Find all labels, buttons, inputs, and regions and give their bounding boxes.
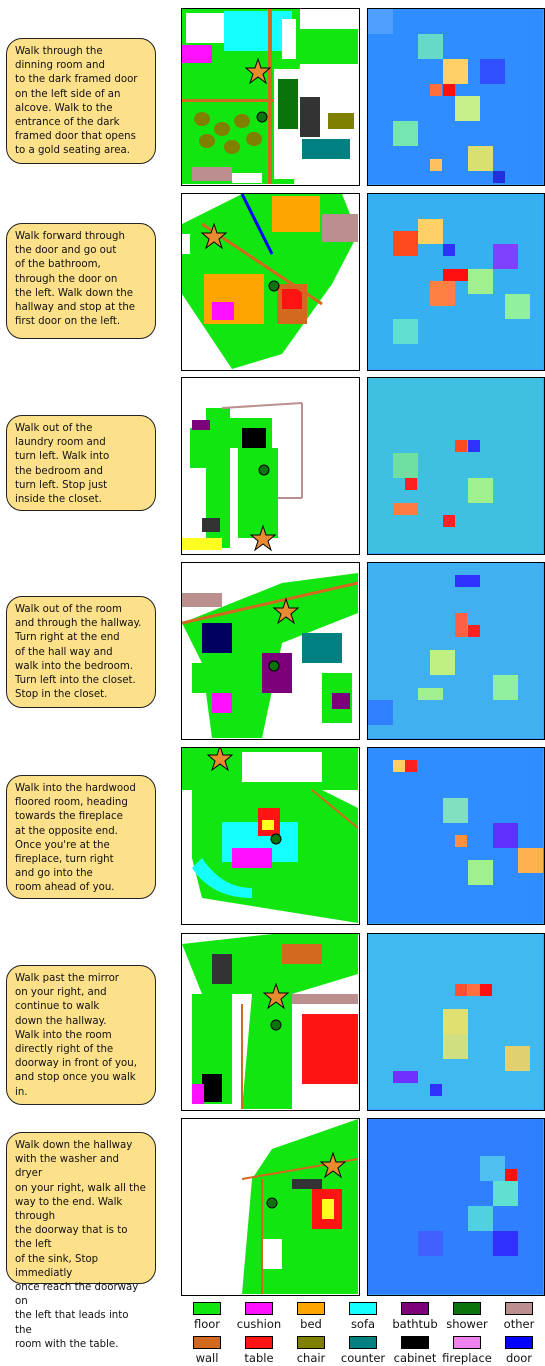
legend-label: shower (446, 1317, 488, 1331)
legend-label: sofa (350, 1317, 376, 1331)
legend-swatch (193, 1302, 221, 1315)
legend-item-fireplace: fireplace (441, 1336, 493, 1365)
semantic-map (181, 747, 360, 925)
legend-swatch (401, 1302, 429, 1315)
example-row-5: Walk into the hardwood floored room, hea… (0, 747, 545, 927)
heatmap (367, 562, 545, 740)
legend-swatch (245, 1302, 273, 1315)
legend-label: floor (193, 1317, 221, 1331)
instruction-bubble: Walk out of the room and through the hal… (6, 596, 156, 708)
legend-label: counter (340, 1351, 386, 1365)
example-row-3: Walk out of the laundry room and turn le… (0, 377, 545, 557)
legend-label: cabinet (393, 1351, 437, 1365)
legend-item-bathtub: bathtub (389, 1302, 441, 1331)
legend-swatch (453, 1336, 481, 1349)
legend-label: cushion (236, 1317, 282, 1331)
legend-item-table: table (233, 1336, 285, 1365)
legend-item-floor: floor (181, 1302, 233, 1331)
heatmap (367, 377, 545, 555)
semantic-map (181, 193, 360, 371)
instruction-bubble: Walk out of the laundry room and turn le… (6, 415, 156, 511)
legend-swatch (297, 1336, 325, 1349)
heatmap (367, 8, 545, 186)
legend-label: chair (296, 1351, 326, 1365)
semantic-map (181, 933, 360, 1111)
semantic-map (181, 8, 360, 186)
legend-item-sofa: sofa (337, 1302, 389, 1331)
instruction-bubble: Walk into the hardwood floored room, hea… (6, 775, 156, 899)
legend-item-cushion: cushion (233, 1302, 285, 1331)
heatmap (367, 1118, 545, 1296)
semantic-map (181, 1118, 360, 1296)
example-row-2: Walk forward through the door and go out… (0, 193, 545, 373)
example-row-7: Walk down the hallway with the washer an… (0, 1118, 545, 1350)
example-row-6: Walk past the mirror on your right, and … (0, 933, 545, 1113)
legend-swatch (193, 1336, 221, 1349)
legend-label: bed (300, 1317, 322, 1331)
legend-item-bed: bed (285, 1302, 337, 1331)
legend: floor cushion bed sofa bathtub shower ot… (181, 1296, 545, 1366)
legend-swatch (505, 1302, 533, 1315)
semantic-map (181, 562, 360, 740)
heatmap (367, 933, 545, 1111)
legend-item-other: other (493, 1302, 545, 1331)
instruction-bubble: Walk forward through the door and go out… (6, 223, 156, 339)
heatmap (367, 747, 545, 925)
legend-item-shower: shower (441, 1302, 493, 1331)
legend-swatch (349, 1336, 377, 1349)
legend-swatch (245, 1336, 273, 1349)
legend-label: fireplace (442, 1351, 492, 1365)
legend-label: table (244, 1351, 274, 1365)
semantic-map (181, 377, 360, 555)
legend-item-cabinet: cabinet (389, 1336, 441, 1365)
legend-label: door (505, 1351, 533, 1365)
legend-swatch (349, 1302, 377, 1315)
legend-label: bathtub (392, 1317, 438, 1331)
legend-item-counter: counter (337, 1336, 389, 1365)
heatmap (367, 193, 545, 371)
instruction-bubble: Walk down the hallway with the washer an… (6, 1132, 156, 1350)
legend-item-wall: wall (181, 1336, 233, 1365)
legend-item-door: door (493, 1336, 545, 1365)
legend-item-chair: chair (285, 1336, 337, 1365)
example-row-4: Walk out of the room and through the hal… (0, 562, 545, 742)
legend-swatch (401, 1336, 429, 1349)
legend-swatch (297, 1302, 325, 1315)
instruction-bubble: Walk past the mirror on your right, and … (6, 965, 156, 1105)
legend-label: wall (195, 1351, 219, 1365)
legend-swatch (453, 1302, 481, 1315)
legend-label: other (503, 1317, 535, 1331)
instruction-bubble: Walk through the dinning room and to the… (6, 38, 156, 164)
legend-swatch (505, 1336, 533, 1349)
example-row-1: Walk through the dinning room and to the… (0, 8, 545, 188)
